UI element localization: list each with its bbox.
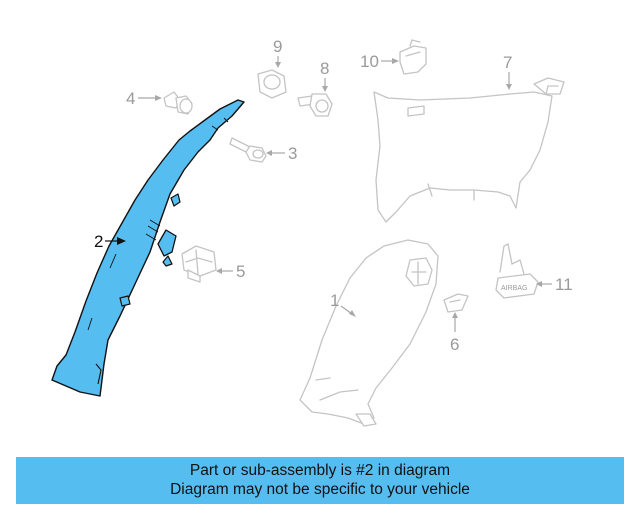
callout-11: 11 <box>536 275 573 294</box>
part-10-clip[interactable] <box>399 39 427 75</box>
svg-text:1: 1 <box>330 291 339 310</box>
part-3-bolt[interactable] <box>229 137 267 163</box>
part-1-lower-trim[interactable] <box>299 239 439 427</box>
callout-8: 8 <box>320 59 329 92</box>
airbag-tag-text: AIRBAG <box>501 285 527 292</box>
part-5-retainer[interactable] <box>181 245 217 283</box>
callout-5: 5 <box>216 262 245 281</box>
svg-text:4: 4 <box>126 89 135 108</box>
svg-text:8: 8 <box>320 59 329 78</box>
callout-6: 6 <box>450 312 459 354</box>
callout-9: 9 <box>273 37 282 68</box>
callout-1: 1 <box>330 291 356 317</box>
svg-text:7: 7 <box>503 53 512 72</box>
caption-banner: Part or sub-assembly is #2 in diagram Di… <box>16 457 624 504</box>
svg-text:10: 10 <box>360 52 379 71</box>
part-9-nut[interactable] <box>257 69 287 99</box>
svg-text:9: 9 <box>273 37 282 56</box>
part-2-pillar-trim[interactable] <box>51 99 245 397</box>
part-7-quarter-trim[interactable] <box>373 77 565 223</box>
svg-text:6: 6 <box>450 335 459 354</box>
svg-text:3: 3 <box>288 144 297 163</box>
callout-2: 2 <box>94 232 126 251</box>
part-4-clip[interactable] <box>163 91 193 115</box>
svg-text:2: 2 <box>94 232 103 251</box>
svg-text:11: 11 <box>555 275 573 294</box>
caption-line-1: Part or sub-assembly is #2 in diagram <box>189 462 451 479</box>
part-11-airbag-clip[interactable]: AIRBAG <box>495 243 539 299</box>
caption-line-2: Diagram may not be specific to your vehi… <box>170 481 470 498</box>
callout-4: 4 <box>126 89 162 108</box>
callout-10: 10 <box>360 52 399 71</box>
part-6-clip[interactable] <box>443 293 469 313</box>
part-8-bolt[interactable] <box>297 93 333 117</box>
callout-3: 3 <box>266 144 297 163</box>
svg-text:5: 5 <box>236 262 245 281</box>
parts-diagram: AIRBAG 1 2 3 4 5 6 7 8 9 <box>51 37 573 427</box>
callout-7: 7 <box>503 53 512 90</box>
